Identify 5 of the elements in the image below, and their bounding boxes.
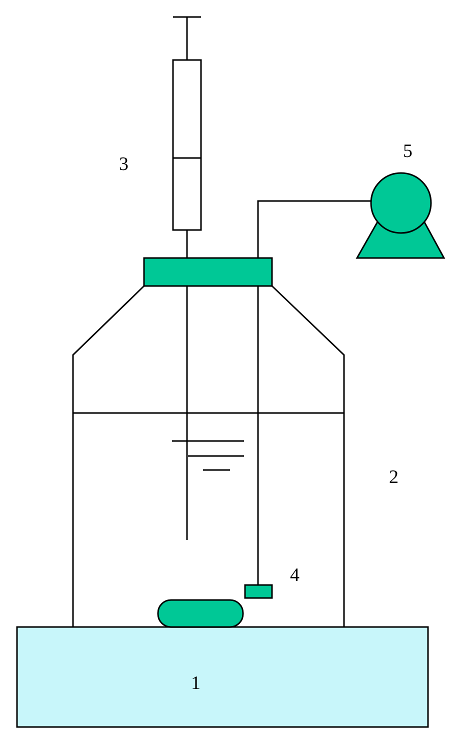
callout-number: 5 [403, 142, 412, 162]
callout-number: 2 [389, 468, 398, 488]
callout-number: 3 [119, 155, 128, 175]
callout-number: 1 [191, 674, 200, 694]
callout-number: 4 [290, 566, 300, 586]
